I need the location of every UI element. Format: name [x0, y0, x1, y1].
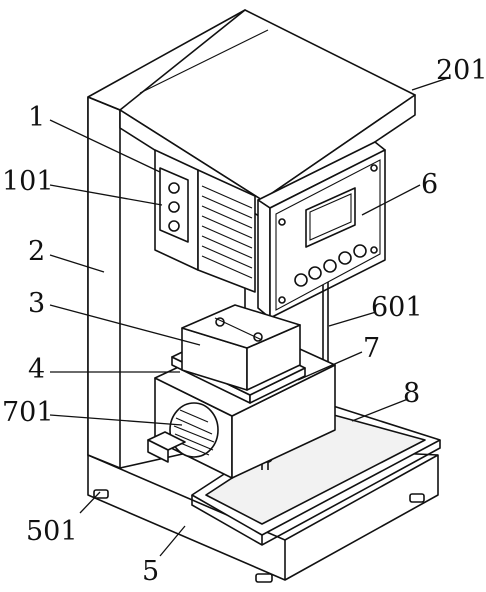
label-7: 7 — [363, 333, 380, 364]
label-201: 201 — [436, 55, 486, 86]
label-5: 5 — [142, 556, 159, 587]
tray — [191, 404, 441, 546]
label-701: 701 — [2, 397, 54, 428]
label-101: 101 — [2, 166, 54, 197]
label-1: 1 — [28, 102, 45, 133]
label-2: 2 — [28, 236, 45, 267]
label-501: 501 — [26, 516, 78, 547]
knob-panel — [159, 167, 189, 243]
label-8: 8 — [403, 378, 420, 409]
cover-block — [181, 304, 301, 391]
label-601: 601 — [371, 292, 423, 323]
label-6: 6 — [421, 169, 438, 200]
label-4: 4 — [28, 354, 45, 385]
part-labels: 201 1 101 6 2 3 601 4 7 701 8 501 5 — [2, 55, 486, 587]
control-box — [257, 141, 386, 319]
label-3: 3 — [28, 288, 45, 319]
leader-lines — [49, 77, 449, 557]
